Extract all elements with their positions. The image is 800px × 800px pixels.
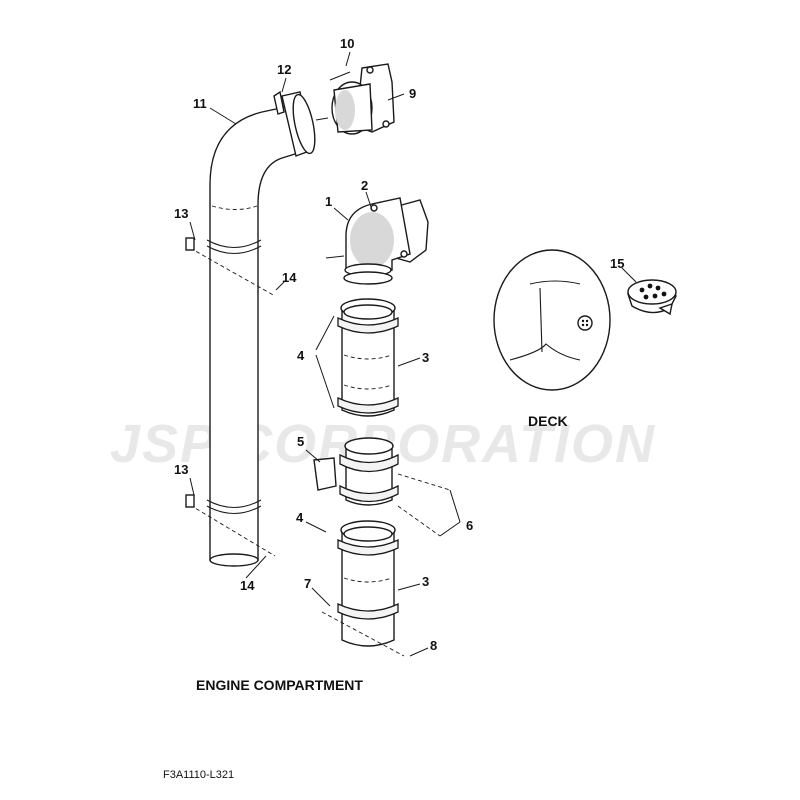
vent-cap [627, 279, 678, 316]
callout-4-lower: 4 [296, 510, 304, 525]
hose-upper [337, 298, 399, 417]
callout-8: 8 [430, 638, 437, 653]
callout-10: 10 [340, 36, 354, 51]
hull-fitting-upper [315, 63, 395, 135]
callout-14-upper: 14 [282, 270, 297, 285]
callout-13-lower: 13 [174, 462, 188, 477]
callout-5: 5 [297, 434, 304, 449]
long-exhaust-pipe [185, 91, 316, 567]
callout-4-upper: 4 [297, 348, 305, 363]
callout-2: 2 [361, 178, 368, 193]
callout-6: 6 [466, 518, 473, 533]
caption-deck: DECK [528, 413, 568, 429]
callout-14-lower: 14 [240, 578, 255, 593]
callout-7: 7 [304, 576, 311, 591]
connector-5 [313, 437, 451, 537]
callout-12: 12 [277, 62, 291, 77]
elbow-fitting [325, 197, 429, 285]
leader-lines [189, 51, 637, 657]
callout-13-upper: 13 [174, 206, 188, 221]
callout-15: 15 [610, 256, 624, 271]
callout-9: 9 [409, 86, 416, 101]
callout-11: 11 [193, 96, 207, 111]
callout-1: 1 [325, 194, 332, 209]
callout-3-upper: 3 [422, 350, 429, 365]
callout-3-lower: 3 [422, 574, 429, 589]
deck-detail [493, 249, 611, 391]
caption-engine-compartment: ENGINE COMPARTMENT [196, 677, 363, 693]
hose-lower [321, 520, 405, 657]
drawing-code: F3A1110-L321 [163, 769, 234, 781]
bracket-12 [273, 90, 285, 115]
